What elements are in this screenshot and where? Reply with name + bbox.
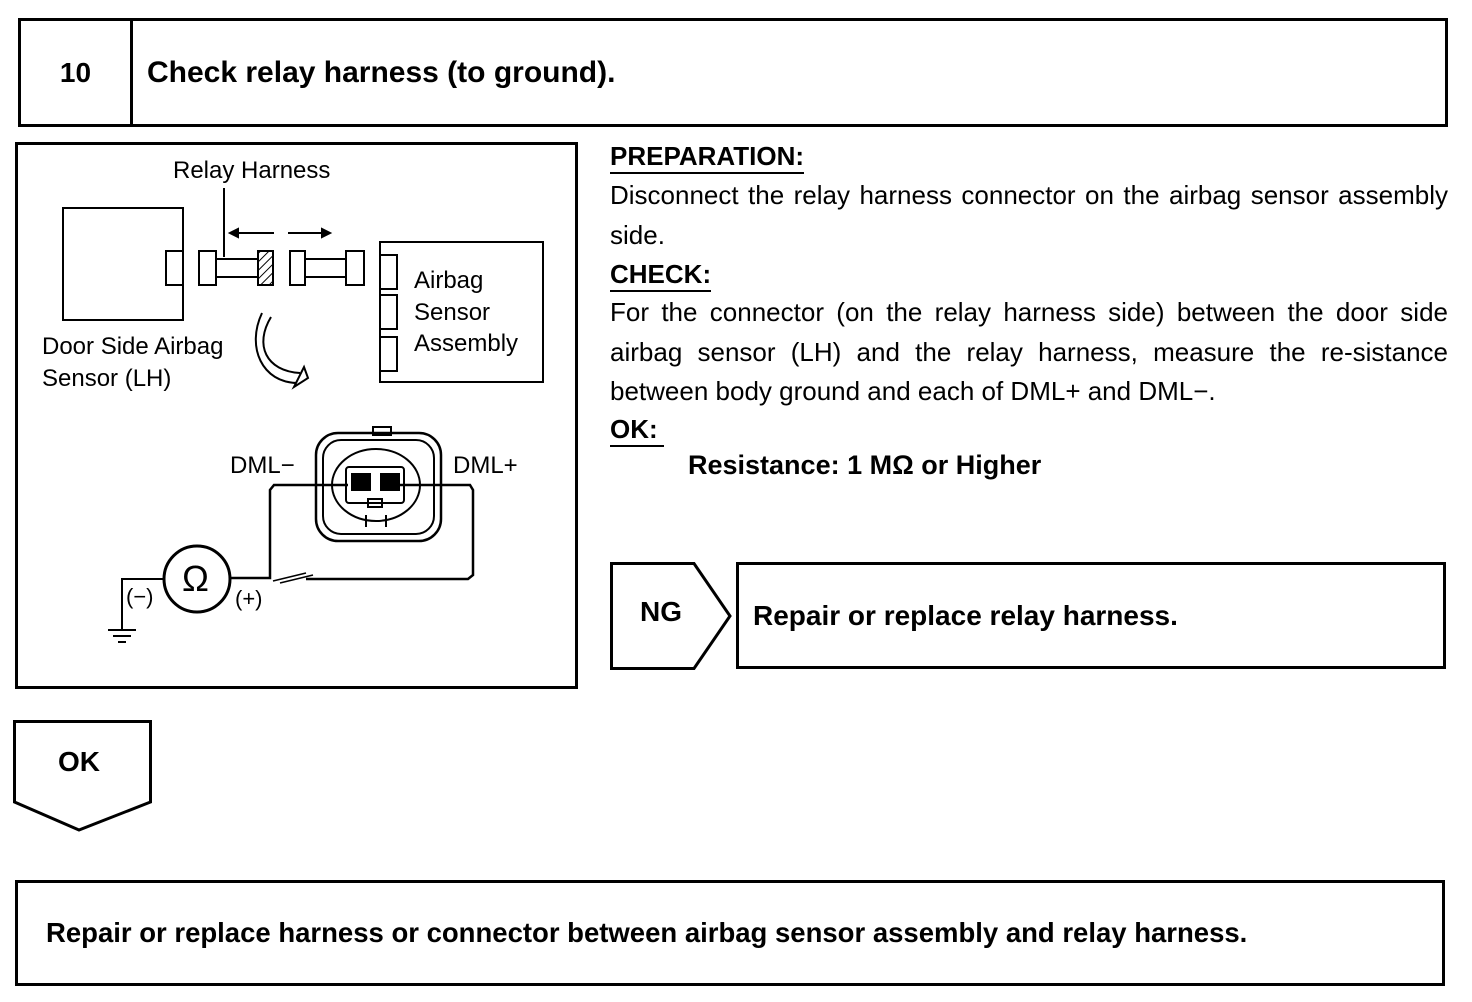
airbag-label-line2: Sensor xyxy=(414,299,491,326)
ok-spec: Resistance: 1 MΩ or Higher xyxy=(688,450,1042,480)
step-number: 10 xyxy=(21,21,133,124)
check-text: For the connector (on the relay harness … xyxy=(610,297,1448,406)
ng-action-box: Repair or replace relay harness. xyxy=(736,562,1446,669)
final-action-box: Repair or replace harness or connector b… xyxy=(15,880,1445,986)
ok-heading: OK: xyxy=(610,413,664,447)
preparation-heading: PREPARATION: xyxy=(610,140,805,174)
preparation-text: Disconnect the relay harness connector o… xyxy=(610,180,1448,250)
check-heading: CHECK: xyxy=(610,258,712,292)
connector-diagram: Relay Harness Airbag Sensor Assembly Doo… xyxy=(15,142,578,689)
connector-face-outer xyxy=(314,431,443,543)
dml-minus-label: DML− xyxy=(230,452,295,479)
ok-tag: OK xyxy=(13,720,153,832)
probe-positive-label: (+) xyxy=(235,586,263,611)
door-sensor-label-line2: Sensor (LH) xyxy=(42,365,172,392)
ok-label: OK xyxy=(58,746,100,777)
door-sensor-label-line1: Door Side Airbag xyxy=(42,333,224,360)
relay-connector-right-a xyxy=(289,250,306,286)
airbag-label-line3: Assembly xyxy=(414,330,519,357)
step-title: Check relay harness (to ground). xyxy=(147,55,616,89)
relay-connector-hatched xyxy=(257,250,274,286)
ng-action-text: Repair or replace relay harness. xyxy=(753,599,1178,631)
relay-harness-label: Relay Harness xyxy=(173,157,331,184)
dml-plus-label: DML+ xyxy=(453,452,518,479)
ng-tag: NG xyxy=(610,562,732,670)
ohm-icon: Ω xyxy=(182,558,209,599)
airbag-label-line1: Airbag xyxy=(414,267,484,294)
diagram-drawing xyxy=(62,188,544,643)
probe-negative-label: (−) xyxy=(126,584,154,609)
ng-label: NG xyxy=(640,596,682,627)
final-action-text: Repair or replace harness or connector b… xyxy=(46,917,1248,948)
step-header: 10 Check relay harness (to ground). xyxy=(18,18,1448,127)
relay-connector-left xyxy=(198,250,217,286)
door-sensor-connector xyxy=(165,250,184,286)
relay-connector-right-b xyxy=(345,250,365,286)
